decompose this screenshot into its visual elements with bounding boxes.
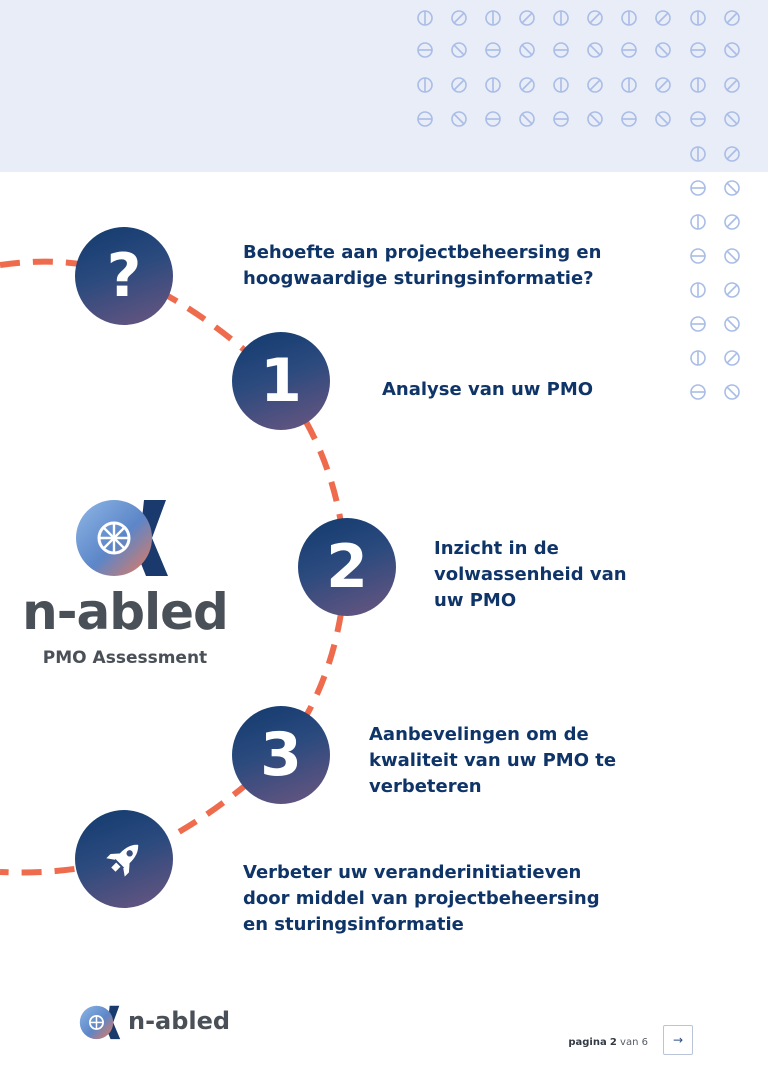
pagination: pagina 2 van 6 [568, 1037, 648, 1048]
step-3-number: 3 [260, 720, 302, 790]
step-rocket-text: Verbeter uw veranderinitiatieven door mi… [243, 862, 600, 935]
step-2-text: Inzicht in de volwassenheid van uw PMO [434, 538, 627, 611]
step-3-text: Aanbevelingen om de kwaliteit van uw PMO… [369, 724, 617, 797]
step-question-text: Behoefte aan projectbeheersing en hoogwa… [243, 242, 602, 289]
footer-logo-icon [79, 1005, 121, 1040]
question-mark-icon: ? [106, 241, 142, 311]
rocket-icon [106, 844, 139, 877]
next-page-button[interactable]: → [663, 1025, 693, 1055]
header-band [0, 0, 768, 172]
step-question-circle: ? [75, 227, 173, 325]
step-2-number: 2 [326, 532, 368, 602]
footer-brand: n-abled [128, 1007, 231, 1035]
n-abled-logo-icon [76, 500, 168, 576]
step-1-number: 1 [260, 346, 302, 416]
arrow-right-icon: → [672, 1033, 684, 1047]
step-1-text: Analyse van uw PMO [382, 379, 594, 400]
brand-name: n-abled [22, 583, 229, 641]
step-3-circle: 3 [232, 706, 330, 804]
step-rocket-circle [75, 810, 173, 908]
step-1-circle: 1 [232, 332, 330, 430]
brand-subtitle: PMO Assessment [42, 648, 208, 668]
step-2-circle: 2 [298, 518, 396, 616]
